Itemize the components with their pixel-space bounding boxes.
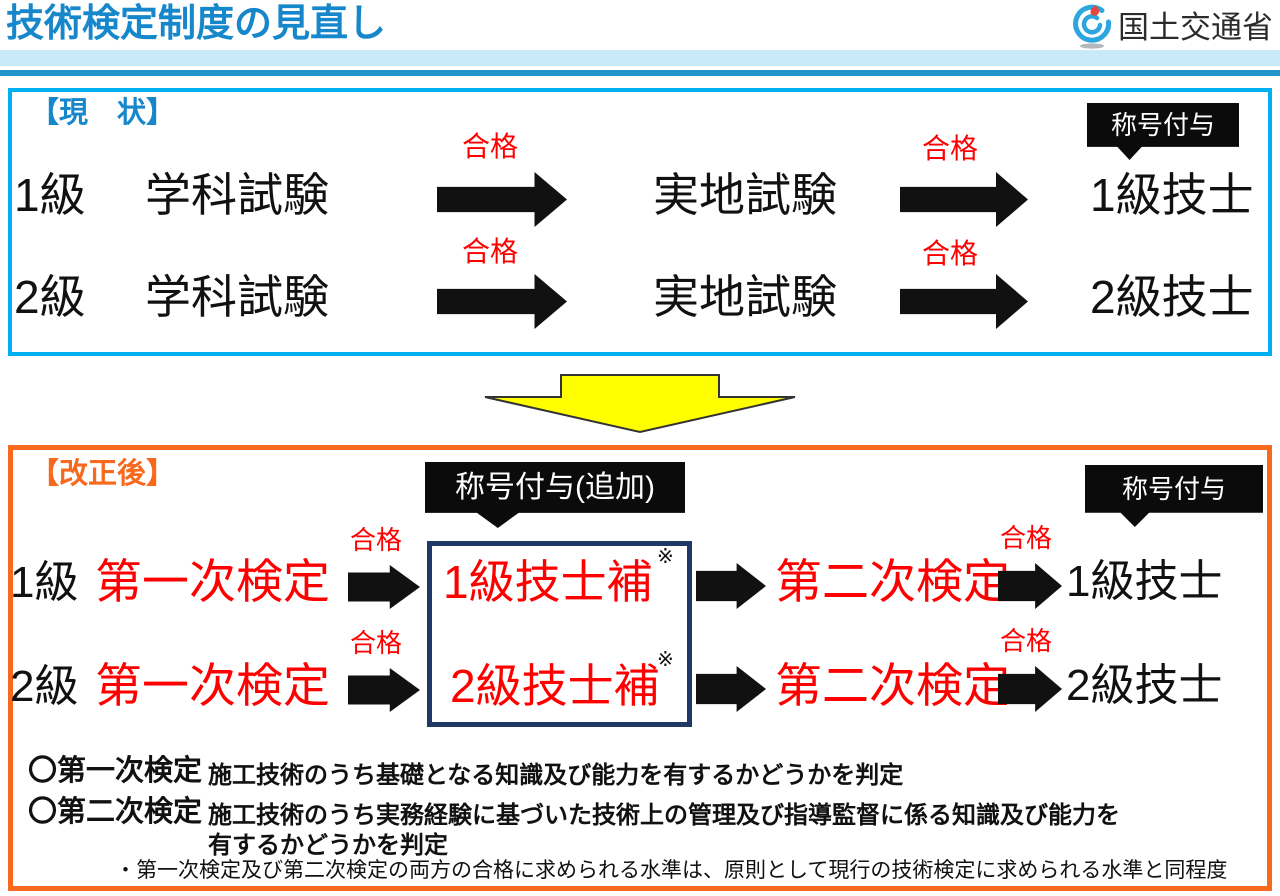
- grade-label: 1級: [10, 558, 79, 607]
- pass-label: 合格: [350, 628, 403, 658]
- definition-term: 〇第一次検定: [28, 755, 203, 787]
- down-arrow-icon: [484, 374, 796, 434]
- exam-step: 第一次検定: [95, 659, 330, 712]
- agency-name: 国土交通省: [1118, 10, 1273, 45]
- definition-term: 〇第二次検定: [28, 796, 203, 828]
- mlit-logo-icon: [1073, 4, 1112, 49]
- exam-step: 学科試験: [145, 169, 329, 221]
- pass-label: 合格: [350, 525, 403, 555]
- exam-step: 実地試験: [653, 271, 837, 323]
- grade-label: 2級: [14, 271, 86, 323]
- interim-title-box: [427, 541, 692, 727]
- current-status-label: 【現 状】: [30, 97, 176, 129]
- page-title: 技術検定制度の見直し: [6, 3, 387, 45]
- interim-title: 2級技士補: [450, 660, 660, 712]
- definition-desc: 施工技術のうち実務経験に基づいた技術上の管理及び指導監督に係る知識及び能力を: [208, 802, 1120, 829]
- current-status-box: [8, 88, 1272, 356]
- exam-step: 第二次検定: [775, 555, 1010, 608]
- result-title: 2級技士: [1090, 271, 1254, 323]
- pass-label: 合格: [1000, 626, 1053, 656]
- note-mark: ※: [657, 649, 674, 671]
- result-title: 2級技士: [1066, 661, 1223, 710]
- grade-label: 1級: [14, 169, 86, 221]
- header-band-light: [0, 50, 1280, 66]
- definition-desc-cont: 有するかどうかを判定: [208, 832, 448, 859]
- footnote: ・第一次検定及び第二次検定の両方の合格に求められる水準は、原則として現行の技術検…: [115, 859, 1228, 882]
- result-title: 1級技士: [1090, 169, 1254, 221]
- grade-label: 2級: [10, 662, 79, 711]
- pass-label: 合格: [462, 131, 519, 162]
- note-mark: ※: [657, 546, 674, 568]
- result-title: 1級技士: [1066, 557, 1223, 606]
- exam-step: 第二次検定: [775, 659, 1010, 712]
- interim-title: 1級技士補: [443, 556, 653, 608]
- revised-label: 【改正後】: [30, 458, 176, 490]
- pass-label: 合格: [922, 238, 979, 269]
- definition-desc: 施工技術のうち基礎となる知識及び能力を有するかどうかを判定: [208, 762, 904, 789]
- header-band-dark: [0, 70, 1280, 76]
- pass-label: 合格: [462, 236, 519, 267]
- exam-step: 実地試験: [653, 169, 837, 221]
- exam-step: 第一次検定: [95, 555, 330, 608]
- pass-label: 合格: [922, 133, 979, 164]
- pass-label: 合格: [1000, 523, 1053, 553]
- exam-step: 学科試験: [145, 271, 329, 323]
